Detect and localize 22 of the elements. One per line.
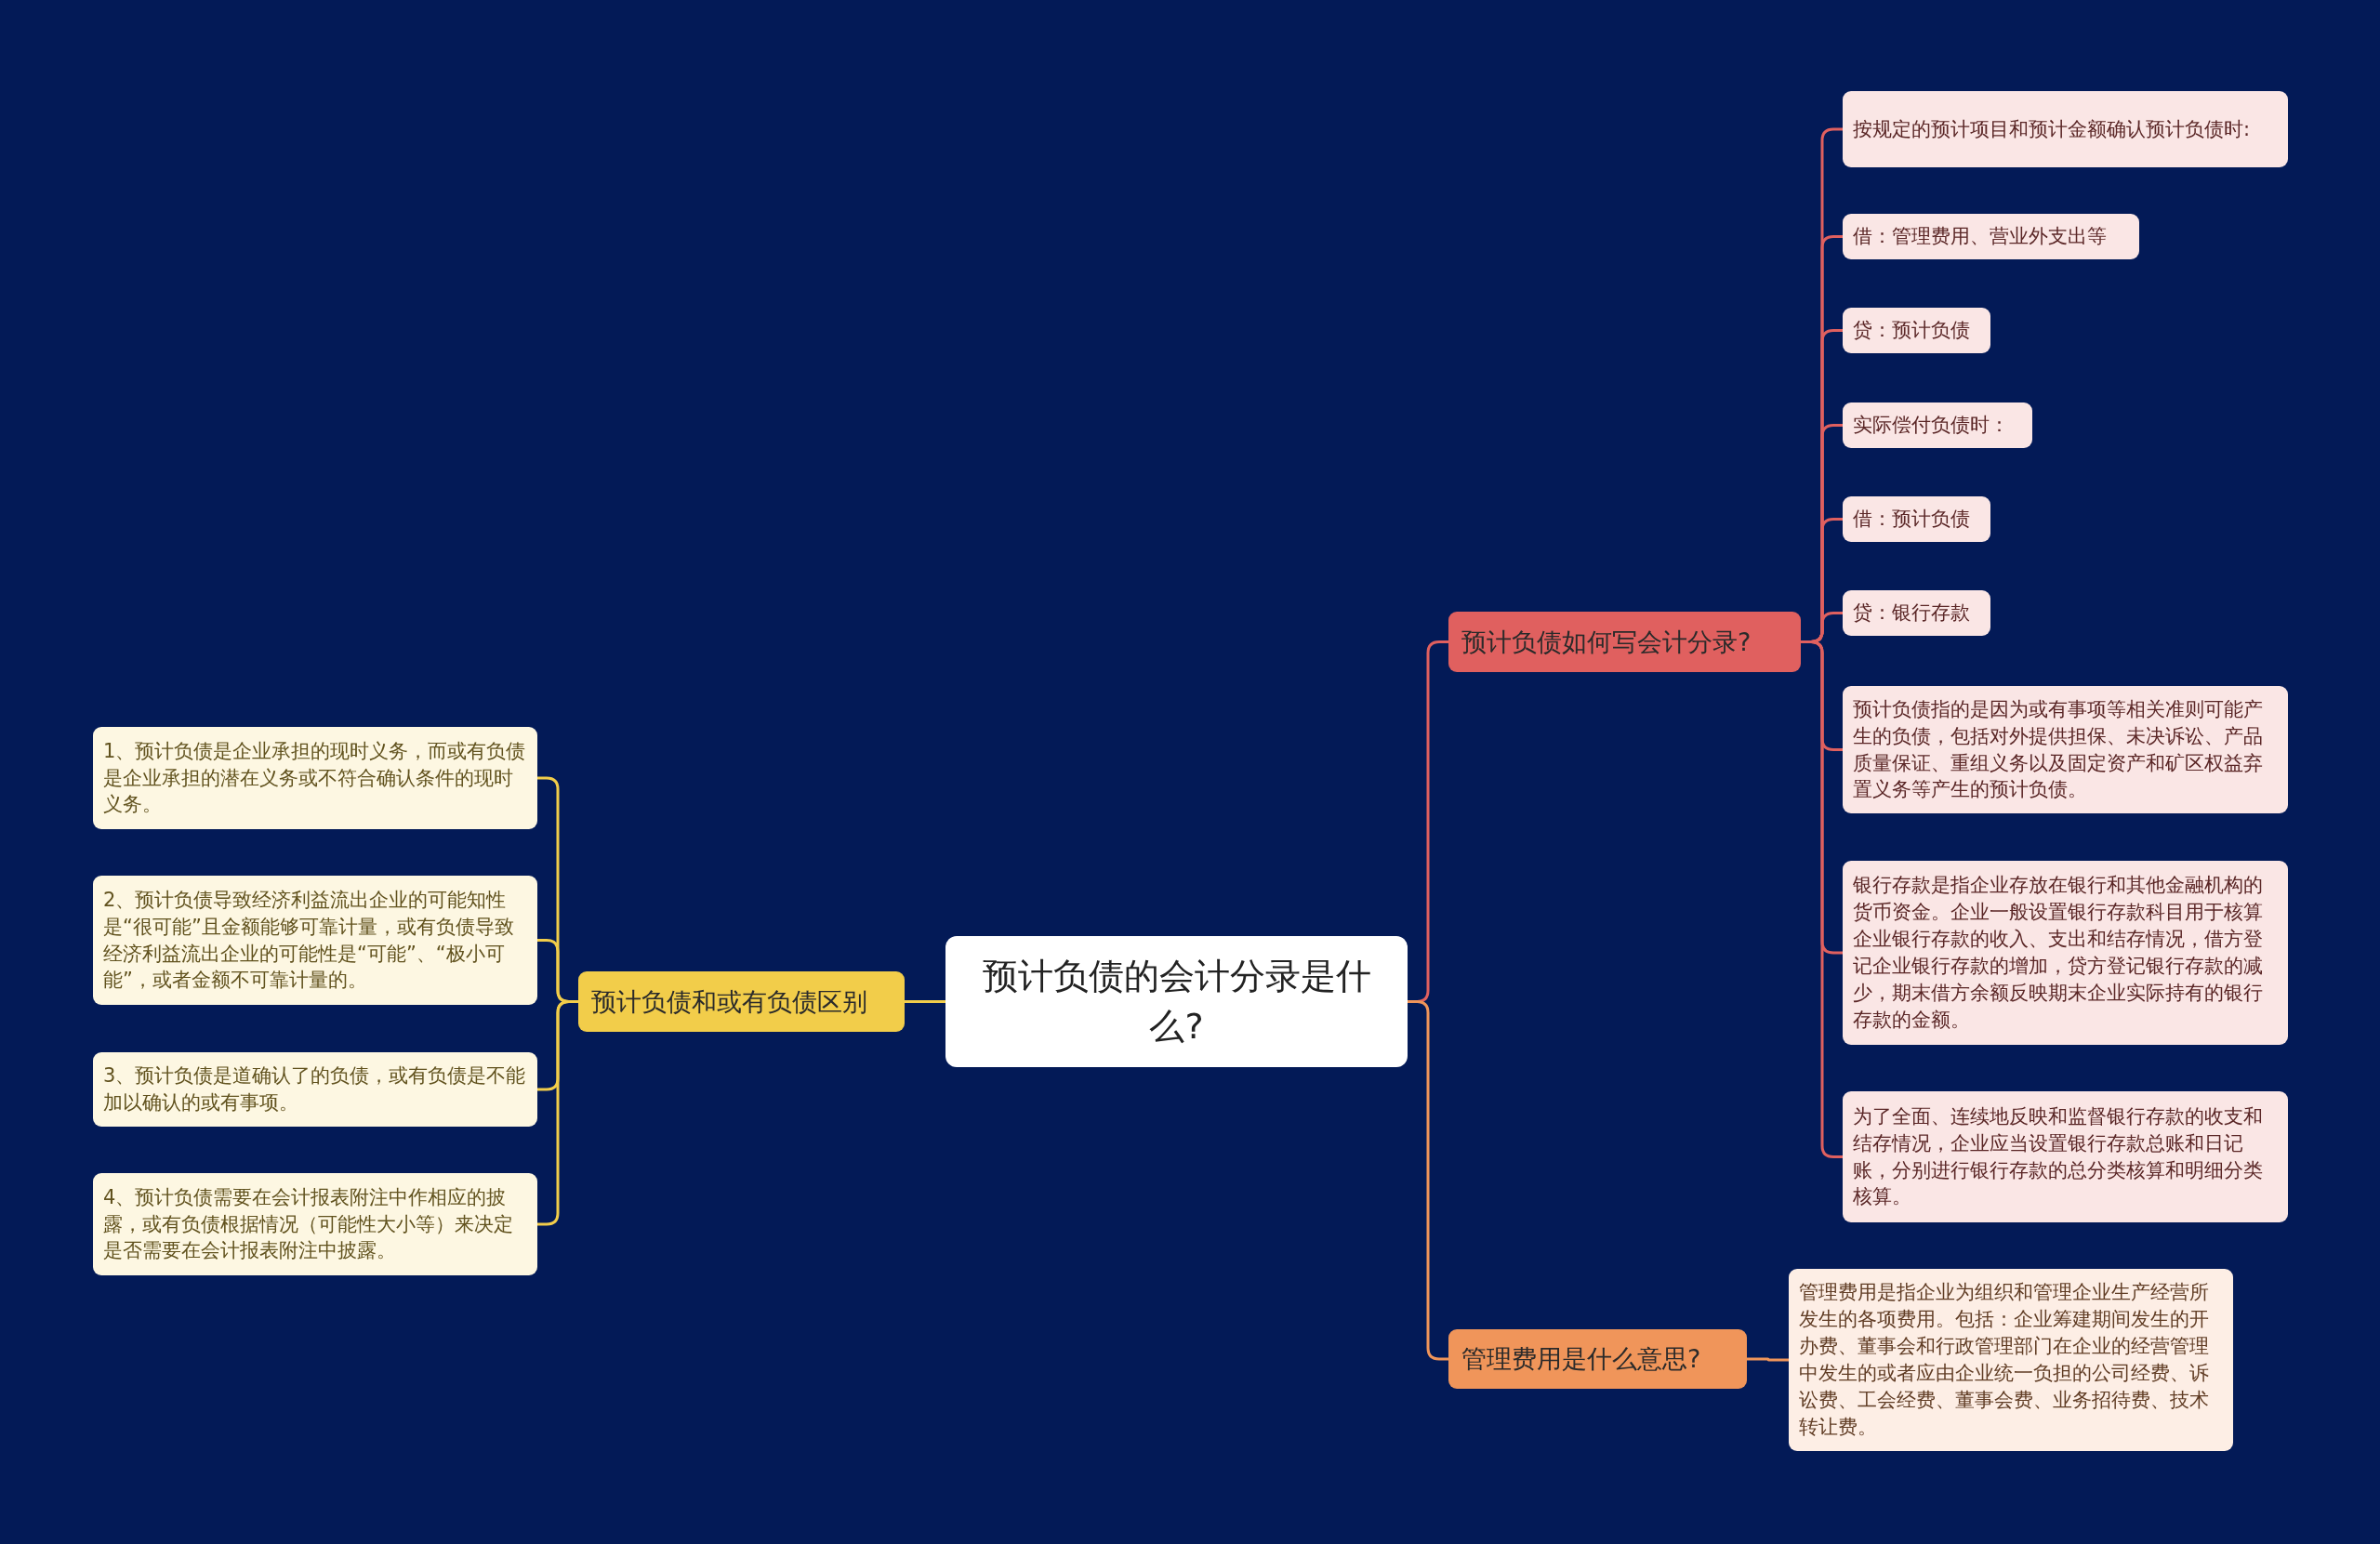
- note-box: 借：管理费用、营业外支出等: [1843, 214, 2139, 259]
- note-box: 贷：预计负债: [1843, 308, 1990, 353]
- branch-topic-box: 管理费用是什么意思?: [1448, 1329, 1747, 1389]
- central-topic-box: 预计负债的会计分录是什么?: [945, 936, 1408, 1067]
- note-box: 按规定的预计项目和预计金额确认预计负债时:: [1843, 91, 2288, 167]
- note-box: 为了全面、连续地反映和监督银行存款的收支和结存情况，企业应当设置银行存款总账和日记账，分别进行银行存款的总分类核算和明细分类核算。: [1843, 1091, 2288, 1222]
- note-box: 贷：银行存款: [1843, 590, 1990, 636]
- branch-topic-box: 预计负债如何写会计分录?: [1448, 612, 1801, 672]
- note-box: 4、预计负债需要在会计报表附注中作相应的披露，或有负债根据情况（可能性大小等）来决定是否需要在会计报表附注中披露。: [93, 1173, 537, 1275]
- connector-line: [905, 1000, 945, 1003]
- note-box: 1、预计负债是企业承担的现时义务，而或有负债是企业承担的潜在义务或不符合确认条件的现时义务。: [93, 727, 537, 829]
- note-box: 银行存款是指企业存放在银行和其他金融机构的货币资金。企业一般设置银行存款科目用于核算企业银行存款的收入、支出和结存情况，借方登记企业银行存款的增加，贷方登记银行存款的减少，期末借方余额反映期末企业实际持有的银行存款的金额。: [1843, 861, 2288, 1045]
- connector-line: [1747, 1357, 1789, 1362]
- note-box: 预计负债指的是因为或有事项等相关准则可能产生的负债，包括对外提供担保、未决诉讼、产品质量保证、重组义务以及固定资产和矿区权益弃置义务等产生的预计负债。: [1843, 686, 2288, 813]
- note-box: 管理费用是指企业为组织和管理企业生产经营所发生的各项费用。包括：企业筹建期间发生的开办费、董事会和行政管理部门在企业的经营管理中发生的或者应由企业统一负担的公司经费、诉讼费、工会经费、董事会费、业务招待费、技术转让费。: [1789, 1269, 2233, 1451]
- note-box: 实际偿付负债时：: [1843, 402, 2032, 448]
- note-box: 3、预计负债是道确认了的负债，或有负债是不能加以确认的或有事项。: [93, 1052, 537, 1127]
- connector-line: [537, 1000, 578, 1226]
- branch-topic-box: 预计负债和或有负债区别: [578, 971, 905, 1032]
- note-box: 2、预计负债导致经济利益流出企业的可能知性是“很可能”且金额能够可靠计量，或有负债导致经济利益流出企业的可能性是“可能”、“极小可能”，或者金额不可靠计量的。: [93, 876, 537, 1005]
- note-box: 借：预计负债: [1843, 496, 1990, 542]
- connector-line: [1408, 1000, 1448, 1361]
